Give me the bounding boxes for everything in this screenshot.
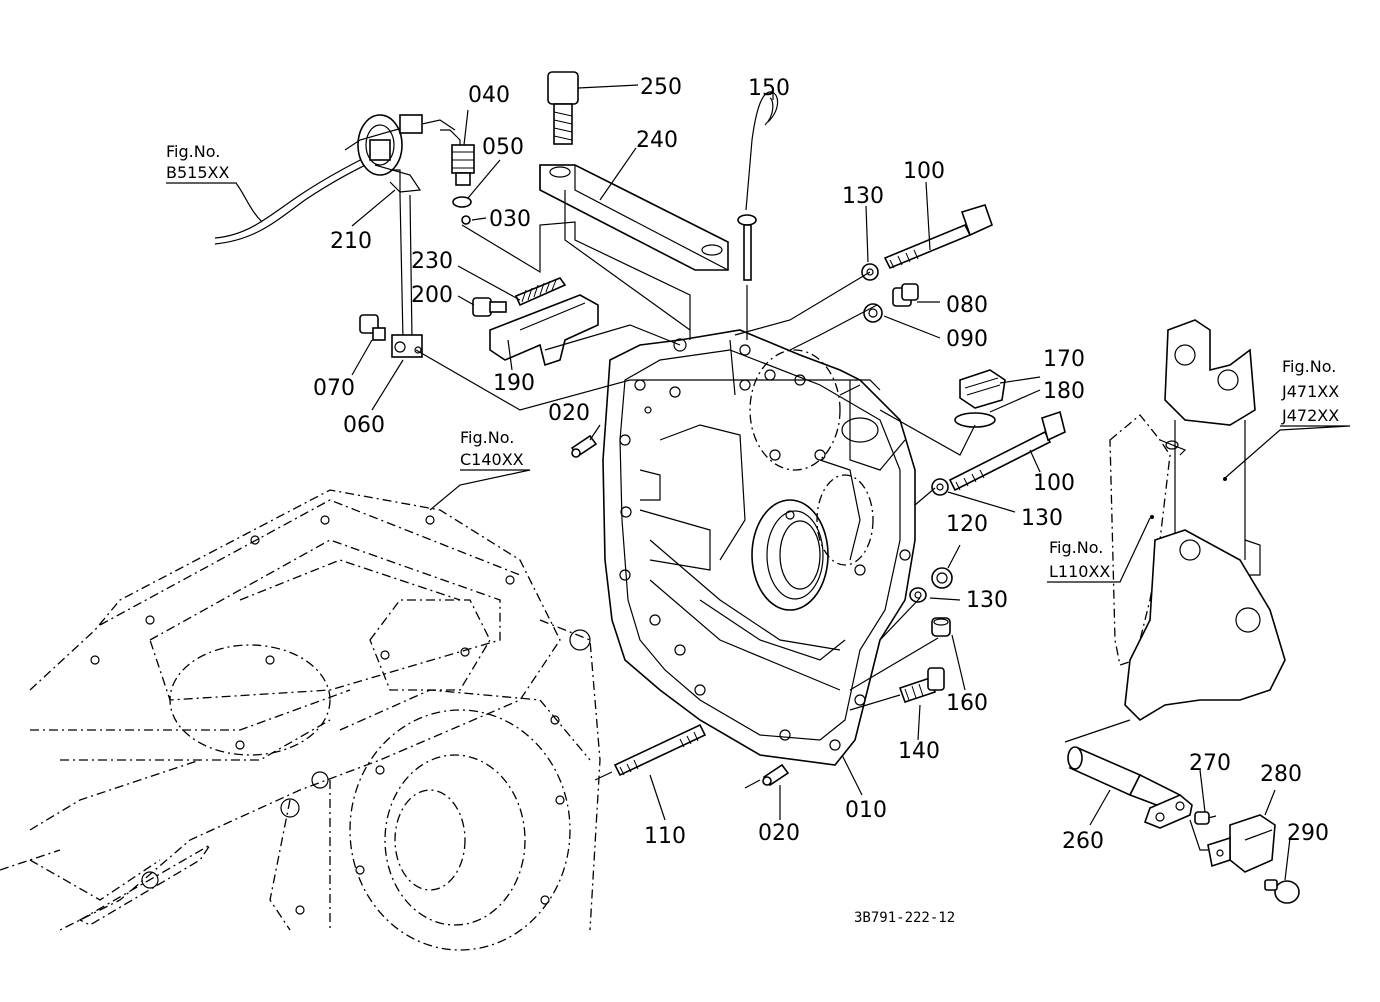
- label-240: 240: [636, 128, 678, 153]
- dipstick-150: [737, 91, 779, 281]
- washer-050: [452, 196, 472, 208]
- pin-260: [1067, 746, 1193, 829]
- plug-250: [547, 71, 579, 145]
- figure-reference-c140: Fig.No. C140XX: [460, 428, 524, 469]
- bolt-270: [1194, 811, 1217, 825]
- part-number-labels: 010 020 020 030 040 050 060 070 080 090 …: [313, 75, 1329, 854]
- plug-080: [892, 283, 919, 307]
- label-250: 250: [640, 75, 682, 100]
- fig-ref-heading: Fig.No.: [166, 142, 220, 161]
- washer-130-lower: [909, 587, 927, 603]
- pin-020-upper: [570, 434, 598, 458]
- harness-assembly: [214, 114, 461, 358]
- label-130-upper: 130: [842, 184, 884, 209]
- plug-160: [931, 617, 951, 637]
- label-180: 180: [1043, 379, 1085, 404]
- bracket-280: [1207, 814, 1276, 873]
- transmission-case-drawing: [0, 489, 601, 951]
- label-120: 120: [946, 512, 988, 537]
- label-270: 270: [1189, 751, 1231, 776]
- label-090: 090: [946, 327, 988, 352]
- label-030: 030: [489, 207, 531, 232]
- label-130-middle: 130: [1021, 506, 1063, 531]
- drawing-code: 3B791-222-12: [854, 910, 955, 926]
- label-230: 230: [411, 249, 453, 274]
- bolt-100-upper: [883, 204, 993, 270]
- label-020-lower: 020: [758, 821, 800, 846]
- hitch-linkage-drawing: [1109, 319, 1286, 722]
- plate-240: [539, 164, 729, 271]
- leader-lines: [166, 84, 1351, 881]
- fig-ref-heading: Fig.No.: [460, 428, 514, 447]
- label-190: 190: [493, 371, 535, 396]
- label-080: 080: [946, 293, 988, 318]
- label-130-lower: 130: [966, 588, 1008, 613]
- bolt-290: [1264, 879, 1300, 904]
- fig-ref-code: C140XX: [460, 450, 524, 469]
- figure-reference-j471: Fig.No. J471XX J472XX: [1281, 357, 1339, 425]
- label-280: 280: [1260, 762, 1302, 787]
- label-100-upper: 100: [903, 159, 945, 184]
- bracket-190: [489, 294, 599, 367]
- label-200: 200: [411, 283, 453, 308]
- oring-180: [954, 412, 996, 428]
- label-110: 110: [644, 824, 686, 849]
- switch-040: [451, 144, 475, 186]
- plate-230: [514, 277, 567, 307]
- pin-020-lower: [762, 763, 790, 787]
- fig-ref-heading: Fig.No.: [1049, 538, 1103, 557]
- bolt-200: [472, 297, 507, 317]
- label-050: 050: [482, 135, 524, 160]
- label-260: 260: [1062, 829, 1104, 854]
- nut-120: [931, 567, 953, 589]
- figure-reference-l110: Fig.No. L110XX: [1049, 538, 1110, 581]
- fig-ref-code: B515XX: [166, 163, 229, 182]
- label-150: 150: [748, 76, 790, 101]
- label-160: 160: [946, 691, 988, 716]
- stud-110: [613, 723, 707, 777]
- bolt-070: [359, 314, 386, 341]
- washer-130-middle: [931, 478, 949, 496]
- ball-030: [461, 215, 471, 225]
- label-040: 040: [468, 83, 510, 108]
- label-020-upper: 020: [548, 401, 590, 426]
- washer-090: [863, 303, 883, 323]
- label-060: 060: [343, 413, 385, 438]
- label-100-lower: 100: [1033, 471, 1075, 496]
- fig-ref-code: J472XX: [1281, 406, 1339, 425]
- fig-ref-code: J471XX: [1281, 382, 1339, 401]
- fig-ref-code: L110XX: [1049, 562, 1110, 581]
- figure-reference-b515: Fig.No. B515XX: [166, 142, 229, 182]
- label-140: 140: [898, 739, 940, 764]
- cap-170: [959, 369, 1006, 409]
- fig-ref-heading: Fig.No.: [1282, 357, 1336, 376]
- bolt-100-lower: [948, 410, 1066, 492]
- label-070: 070: [313, 376, 355, 401]
- label-290: 290: [1287, 821, 1329, 846]
- main-housing-010: [602, 329, 916, 766]
- label-210: 210: [330, 229, 372, 254]
- label-170: 170: [1043, 347, 1085, 372]
- label-010: 010: [845, 798, 887, 823]
- bolt-140: [898, 667, 945, 704]
